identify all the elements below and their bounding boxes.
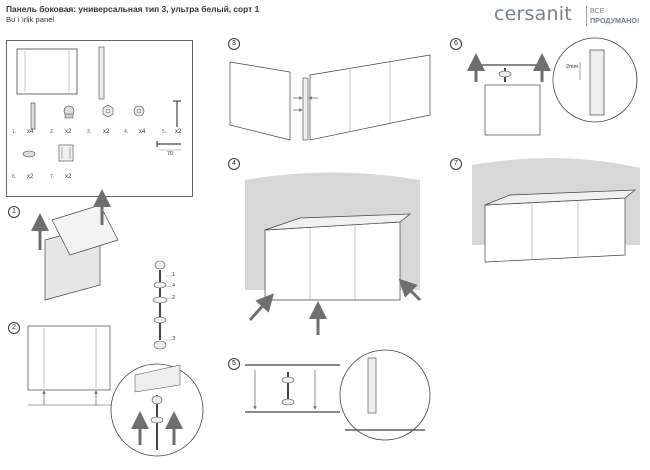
step-number: 2 (8, 322, 20, 334)
brand-divider (586, 6, 587, 26)
step-number: 4 (228, 158, 240, 170)
step-number: 1 (8, 206, 20, 218)
assembly-label: 2 (172, 295, 176, 301)
rail (302, 77, 309, 141)
bolt-cap (154, 260, 166, 270)
bolt-assembly (152, 260, 173, 350)
assembly-label: 3 (172, 336, 176, 342)
assembly-label: 1 (172, 272, 176, 278)
bolt-part (30, 102, 36, 130)
part-qty: x2 (175, 129, 182, 135)
brand-tagline-2: ПРОДУМАНО! (590, 16, 640, 25)
part-index: 5. (162, 129, 167, 135)
part-index: 6. (12, 174, 17, 180)
bolt-foot (153, 340, 167, 350)
push-arrow (248, 293, 275, 322)
brand-tagline-1: ВСЕ (590, 6, 605, 15)
part-qty: x4 (139, 129, 146, 135)
step4-drawing (245, 172, 422, 335)
parts-list-box: 1. x4 2. x2 3. x2 4. x4 5. x2 6. x2 7. x… (6, 40, 193, 197)
gap-label: 2mm (566, 64, 579, 70)
brand-logo: cersanit ВСЕ ПРОДУМАНО! (494, 3, 644, 33)
front-panel (309, 54, 431, 141)
cap-part (22, 150, 36, 158)
push-arrow (398, 278, 422, 302)
parts-drawing (16, 46, 181, 162)
step7-drawing (472, 158, 640, 263)
step-number: 6 (450, 38, 462, 50)
part-index: 2. (50, 129, 55, 135)
clip-part (58, 144, 74, 162)
bolt-nut (153, 316, 167, 324)
bolt-washer (152, 296, 168, 304)
step3-drawing (229, 54, 431, 141)
assembly-label: 4 (172, 283, 176, 289)
bolt-nut (153, 281, 167, 289)
bath-panel (484, 197, 626, 263)
washer-hole (136, 108, 142, 114)
part-index: 1. (12, 129, 17, 135)
dimension-label: 70 (167, 151, 174, 157)
foot-base (64, 113, 74, 119)
step-number: 5 (228, 358, 240, 370)
rail-part (98, 46, 105, 100)
page-title: Панель боковая: универсальная тип 3, уль… (6, 4, 260, 14)
step-number: 7 (450, 158, 462, 170)
part-qty: x4 (27, 129, 34, 135)
part-qty: x2 (65, 174, 72, 180)
part-index: 3. (87, 129, 92, 135)
part-index: 7. (50, 174, 55, 180)
bath-top (264, 213, 412, 231)
part-index: 4. (124, 129, 129, 135)
side-panel (229, 61, 291, 141)
part-qty: x2 (27, 174, 34, 180)
step6-drawing (467, 37, 638, 136)
part-qty: x2 (65, 129, 72, 135)
bath-top (484, 189, 637, 206)
brand-name: cersanit (494, 3, 572, 25)
step-number: 3 (228, 38, 240, 50)
step1-drawing (31, 189, 119, 301)
bath-panel (264, 221, 401, 301)
panel-part (16, 48, 78, 95)
page-subtitle: Bu¨i¨irlik panel (6, 15, 55, 24)
step5-drawing (245, 349, 431, 441)
panel-front (27, 325, 111, 391)
step2-drawing (27, 325, 204, 457)
detail-magnifier (339, 349, 431, 441)
part-qty: x2 (103, 129, 110, 135)
nut-hole (105, 108, 111, 114)
clip-slots (61, 147, 71, 159)
